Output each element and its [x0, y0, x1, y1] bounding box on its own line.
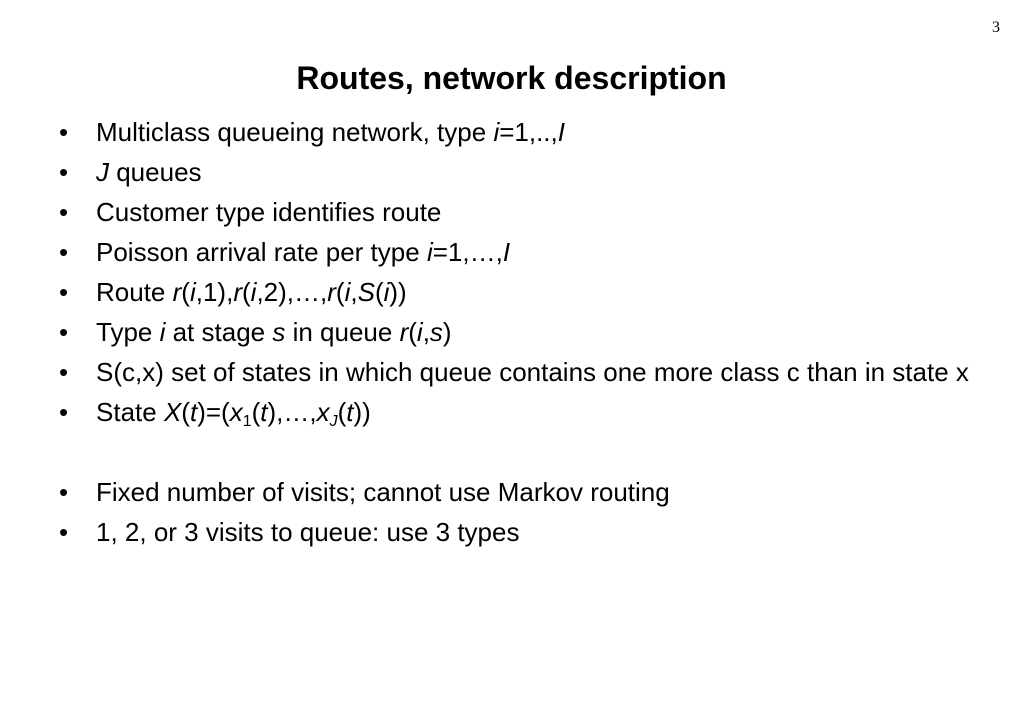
- bullet-item: J queues: [59, 157, 979, 187]
- bullet-item: S(c,x) set of states in which queue cont…: [59, 357, 979, 387]
- bullet-item: Type i at stage s in queue r(i,s): [59, 317, 979, 347]
- bullet-item: Multiclass queueing network, type i=1,..…: [59, 117, 979, 147]
- bullet-item: Fixed number of visits; cannot use Marko…: [59, 477, 979, 507]
- bullet-item: 1, 2, or 3 visits to queue: use 3 types: [59, 517, 979, 547]
- bullet-item: Customer type identifies route: [59, 197, 979, 227]
- bullet-item: State X(t)=(x1(t),…,xJ(t)): [59, 397, 979, 430]
- bullet-list: Multiclass queueing network, type i=1,..…: [59, 117, 979, 557]
- bullet-item: Poisson arrival rate per type i=1,…,I: [59, 237, 979, 267]
- page-number: 3: [992, 19, 1000, 36]
- slide-title: Routes, network description: [296, 60, 727, 96]
- bullet-item: Route r(i,1),r(i,2),…,r(i,S(i)): [59, 277, 979, 307]
